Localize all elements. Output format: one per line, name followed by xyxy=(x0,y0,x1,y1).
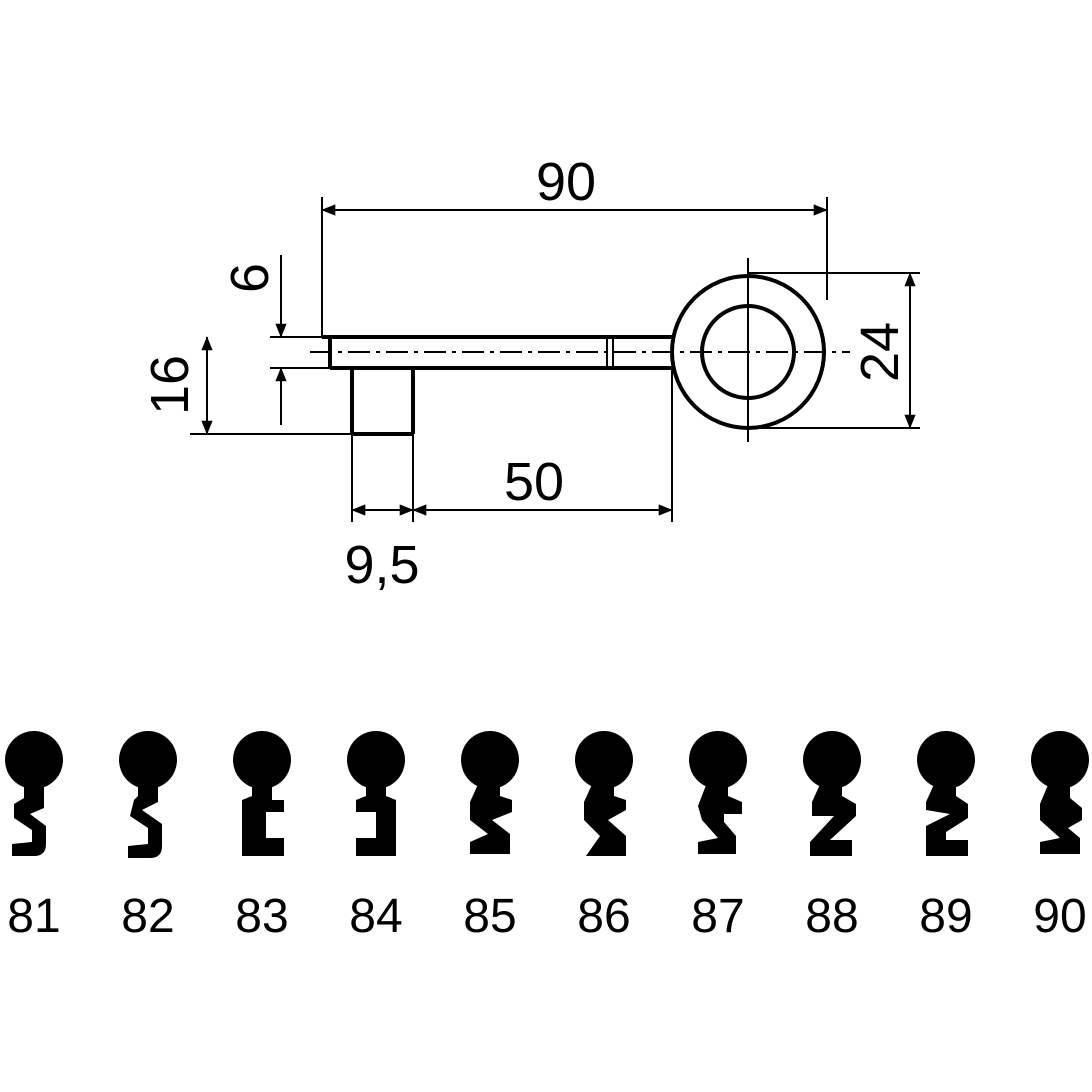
profile-head-shape xyxy=(461,731,519,789)
profile-number-label: 90 xyxy=(1033,890,1086,943)
key-profile: 81 xyxy=(5,731,63,943)
profile-ward-shape xyxy=(128,780,162,858)
profile-number-label: 84 xyxy=(349,890,402,943)
profile-head-shape xyxy=(575,731,633,789)
profile-ward-shape xyxy=(810,780,856,856)
dimension-bit-height: 16 xyxy=(140,336,352,435)
key-profile: 90 xyxy=(1031,731,1089,943)
key-bit xyxy=(350,368,415,436)
profile-number-label: 82 xyxy=(121,890,174,943)
profile-ward-shape xyxy=(584,780,626,856)
shank-length-label: 50 xyxy=(504,452,564,512)
profile-head-shape xyxy=(689,731,747,789)
profile-head-shape xyxy=(347,731,405,789)
dimension-overall-length: 90 xyxy=(321,152,828,337)
profile-ward-shape xyxy=(12,780,46,856)
key-shank xyxy=(310,335,850,370)
profile-number-label: 87 xyxy=(691,890,744,943)
profile-head-shape xyxy=(119,731,177,789)
profile-number-label: 83 xyxy=(235,890,288,943)
profile-head-shape xyxy=(917,731,975,789)
profile-ward-shape xyxy=(356,780,396,856)
dimension-bow-diameter: 24 xyxy=(748,272,920,429)
key-profile: 83 xyxy=(233,731,291,943)
profile-head-shape xyxy=(1031,731,1089,789)
dimension-shank-length: 50 xyxy=(351,368,673,522)
key-profile: 87 xyxy=(689,731,747,943)
dimension-bit-width: 6 xyxy=(220,255,330,425)
bit-length-label: 9,5 xyxy=(344,535,419,595)
overall-length-label: 90 xyxy=(536,152,596,212)
profile-head-shape xyxy=(233,731,291,789)
profile-ward-shape xyxy=(698,780,742,854)
key-profile: 84 xyxy=(347,731,405,943)
profile-number-label: 89 xyxy=(919,890,972,943)
profile-ward-shape xyxy=(1040,780,1082,854)
profile-number-label: 85 xyxy=(463,890,516,943)
bow-diameter-label: 24 xyxy=(850,322,910,382)
profile-ward-shape xyxy=(926,780,968,856)
profile-number-label: 86 xyxy=(577,890,630,943)
bit-width-label: 6 xyxy=(220,263,280,293)
key-profile: 89 xyxy=(917,731,975,943)
key-profile: 88 xyxy=(803,731,861,943)
profile-ward-shape xyxy=(242,780,284,856)
key-profile-row: 81 82 83 84 85 86 87 88 89 90 xyxy=(5,731,1089,943)
dimension-bit-length: 9,5 xyxy=(344,504,420,595)
bit-height-label: 16 xyxy=(140,355,200,415)
profile-ward-shape xyxy=(470,780,512,854)
key-profile: 86 xyxy=(575,731,633,943)
profile-number-label: 81 xyxy=(7,890,60,943)
profile-head-shape xyxy=(5,731,63,789)
profile-head-shape xyxy=(803,731,861,789)
key-profile: 82 xyxy=(119,731,177,943)
key-profile: 85 xyxy=(461,731,519,943)
profile-number-label: 88 xyxy=(805,890,858,943)
key-bow xyxy=(670,258,826,442)
key-side-view xyxy=(310,258,850,442)
